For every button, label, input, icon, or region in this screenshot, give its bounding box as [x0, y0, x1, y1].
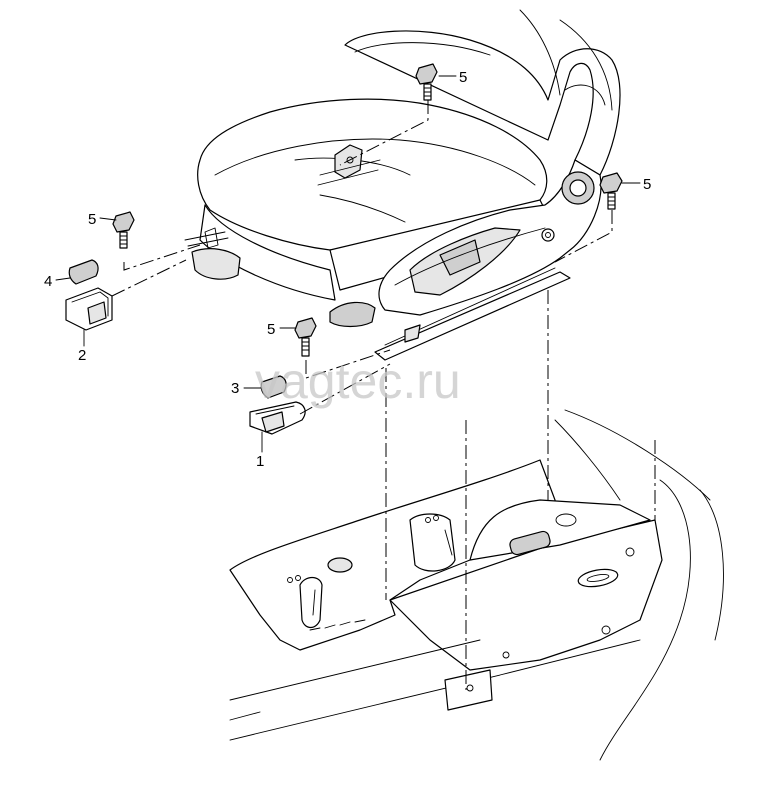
bolt-top [415, 63, 438, 101]
leader-lines [55, 75, 641, 453]
callout-1: 1 [256, 453, 264, 470]
bolt-middle [294, 317, 317, 357]
watermark-text: vagtec.ru [255, 353, 461, 409]
callout-4: 4 [44, 273, 52, 290]
callout-3: 3 [231, 380, 239, 397]
bolt-right [599, 172, 623, 210]
assembly-lines [111, 100, 656, 690]
callout-5-top: 5 [459, 69, 467, 86]
callout-5-right: 5 [643, 176, 651, 193]
seat-side-frame [184, 159, 602, 361]
callout-5-left: 5 [88, 211, 96, 228]
callout-2: 2 [78, 347, 86, 364]
callout-5-middle: 5 [267, 321, 275, 338]
cover-part-2 [65, 287, 113, 331]
cover-part-1 [249, 401, 306, 435]
bolt-left [112, 211, 135, 249]
cap-part-4 [68, 259, 99, 285]
seat-backrest [344, 9, 621, 176]
floor-pan [229, 409, 724, 761]
